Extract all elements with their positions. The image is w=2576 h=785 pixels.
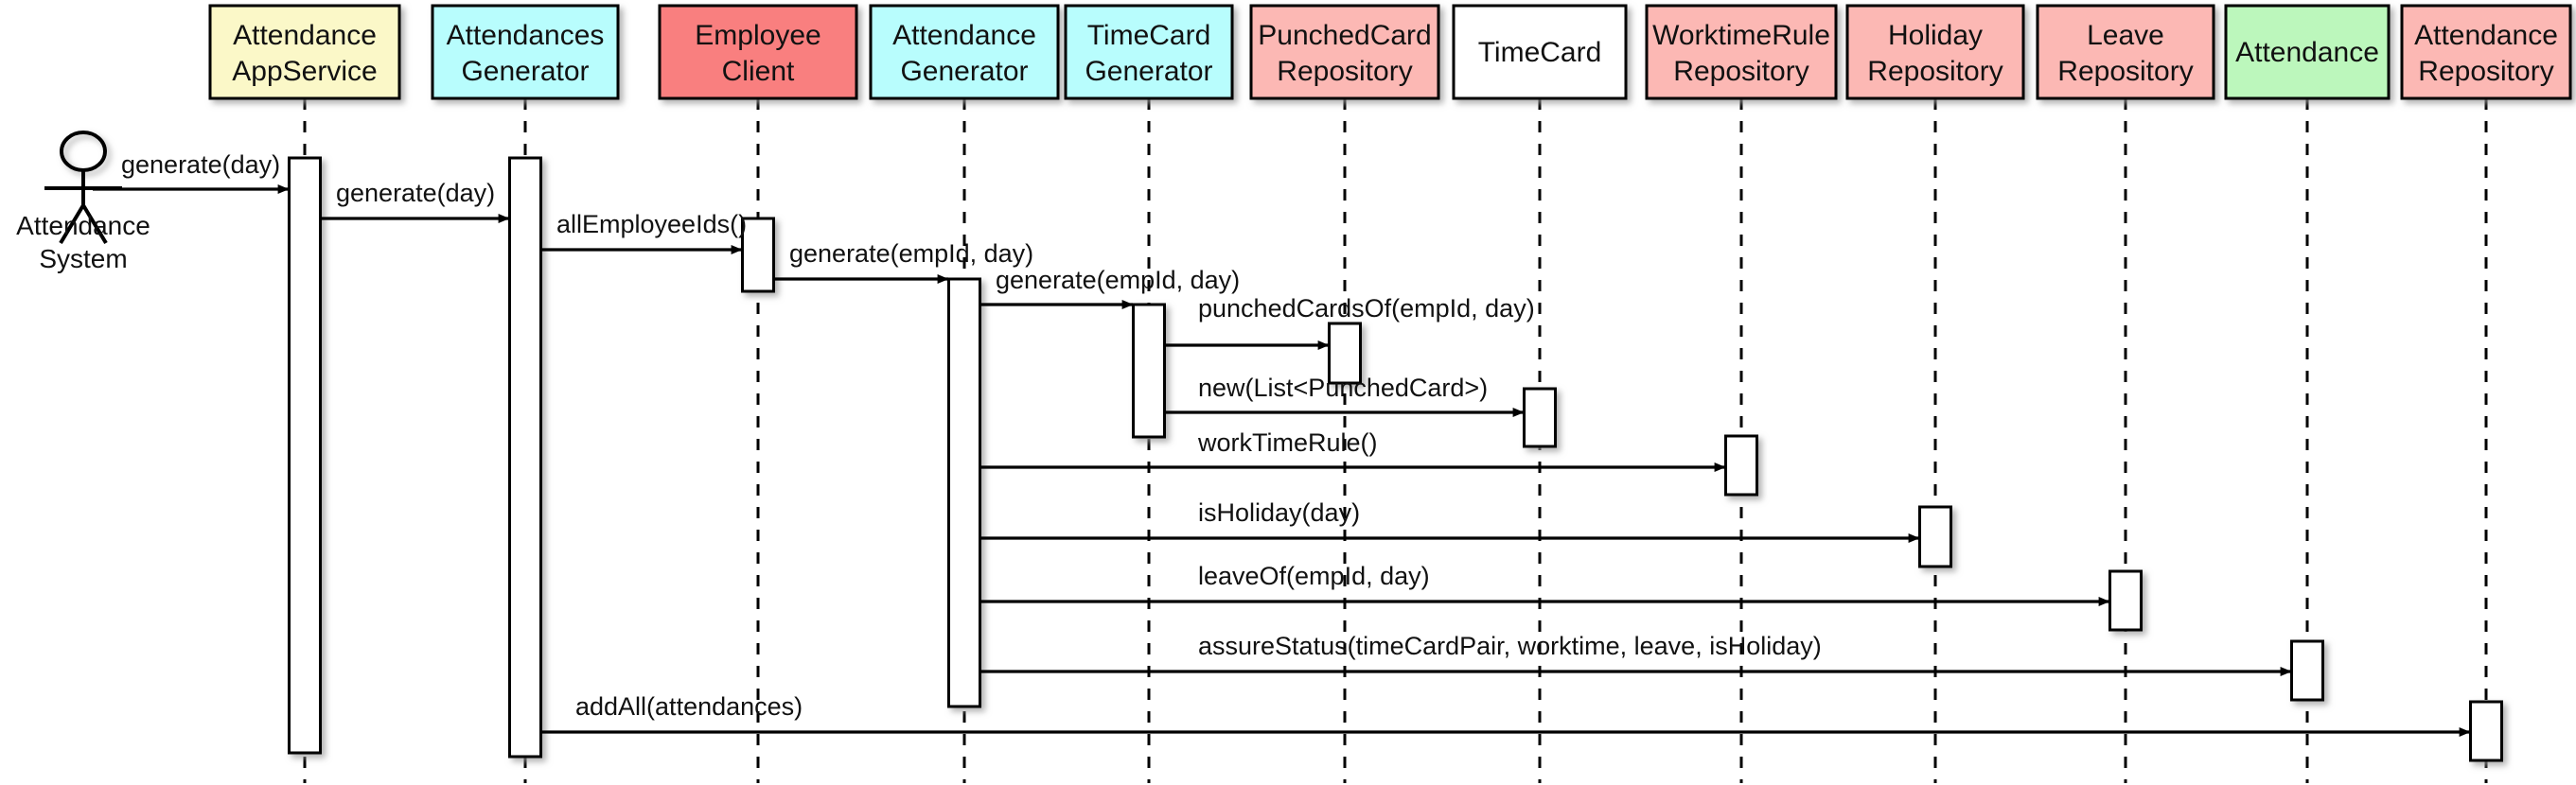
message-all-employee-ids[interactable]: allEmployeeIds() xyxy=(541,210,747,254)
message-generate-empid-day-timecard-label: generate(empId, day) xyxy=(996,266,1240,294)
message-punched-cards-of-label: punchedCardsOf(empId, day) xyxy=(1198,294,1535,323)
participant-box-timecard[interactable]: TimeCard xyxy=(1452,4,1628,100)
participant-label-line2-punchedcard-repository: Repository xyxy=(1277,56,1412,87)
participant-label-line1-leave-repository: Leave xyxy=(2087,20,2164,51)
actor-label-line2: System xyxy=(39,244,127,273)
message-is-holiday[interactable]: isHoliday(day) xyxy=(980,498,1920,543)
message-leave-of-label: leaveOf(empId, day) xyxy=(1198,562,1430,590)
participant-label-line1-attendance-repository: Attendance xyxy=(2414,20,2558,51)
participant-label-line1-attendance-generator: Attendance xyxy=(892,20,1036,51)
participant-label-line2-attendances-generator: Generator xyxy=(461,56,589,87)
activation-bars-layer xyxy=(288,156,2503,762)
participant-rect-punchedcard-repository xyxy=(1249,4,1440,100)
participant-label-line1-worktimerule-repository: WorktimeRule xyxy=(1652,20,1830,51)
participant-label-line2-attendance-repository: Repository xyxy=(2418,56,2553,87)
actor-leg-left-icon xyxy=(59,203,85,245)
participant-rect-timecard xyxy=(1452,4,1628,100)
message-add-all[interactable]: addAll(attendances) xyxy=(541,692,2471,737)
activation-timecard xyxy=(1523,387,1557,448)
actor-attendance-system[interactable]: Attendance System xyxy=(16,131,150,273)
participant-label-line1-timecard: TimeCard xyxy=(1478,37,1602,68)
message-new-list-punchedcard-label: new(List<PunchedCard>) xyxy=(1198,374,1488,402)
actor-leg-right-icon xyxy=(81,203,108,245)
activation-attendance-repository xyxy=(2469,700,2503,762)
message-leave-of[interactable]: leaveOf(empId, day) xyxy=(980,562,2110,606)
participant-rect-attendances-generator xyxy=(431,4,620,100)
participant-rect-timecard-generator xyxy=(1064,4,1234,100)
participant-label-line1-punchedcard-repository: PunchedCard xyxy=(1258,20,1431,51)
activation-employee-client xyxy=(741,217,775,293)
activation-attendance-app-service xyxy=(288,156,322,755)
message-generate-empid-day-timecard[interactable]: generate(empId, day) xyxy=(980,266,1240,309)
participant-label-line1-attendances-generator: Attendances xyxy=(447,20,605,51)
message-generate-day-label: generate(day) xyxy=(336,179,495,207)
message-all-employee-ids-label: allEmployeeIds() xyxy=(556,210,747,238)
participant-label-line2-timecard-generator: Generator xyxy=(1085,56,1212,87)
participant-rect-attendance-generator xyxy=(869,4,1060,100)
participant-label-line1-holiday-repository: Holiday xyxy=(1888,20,1983,51)
message-generate-day-actor[interactable]: generate(day) xyxy=(93,150,290,194)
message-assure-status-label: assureStatus(timeCardPair, worktime, lea… xyxy=(1198,632,1822,660)
participant-label-line2-employee-client: Client xyxy=(722,56,795,87)
participant-rect-employee-client xyxy=(658,4,858,100)
messages-layer: generate(day) generate(day) allEmployeeIds… xyxy=(93,150,2471,737)
activation-timecard-generator xyxy=(1132,303,1166,439)
participant-box-attendance[interactable]: Attendance xyxy=(2224,4,2391,100)
message-is-holiday-label: isHoliday(day) xyxy=(1198,498,1360,527)
participant-rect-attendance xyxy=(2224,4,2391,100)
participant-rect-attendance-app-service xyxy=(208,4,401,100)
message-generate-day-actor-label: generate(day) xyxy=(121,150,280,179)
message-add-all-label: addAll(attendances) xyxy=(575,692,803,721)
activation-attendance-generator xyxy=(947,277,981,708)
participant-label-line1-employee-client: Employee xyxy=(695,20,820,51)
activation-holiday-repository xyxy=(1918,505,1952,568)
activation-punchedcard-repository xyxy=(1328,322,1362,385)
activation-leave-repository xyxy=(2108,569,2143,632)
message-work-time-rule[interactable]: workTimeRule() xyxy=(980,428,1726,472)
message-generate-empid-day-attendance-label: generate(empId, day) xyxy=(789,239,1033,268)
participant-rect-attendance-repository xyxy=(2400,4,2572,100)
participant-label-line2-worktimerule-repository: Repository xyxy=(1673,56,1808,87)
actor-label-line1: Attendance xyxy=(16,211,150,240)
message-new-list-punchedcard[interactable]: new(List<PunchedCard>) xyxy=(1165,374,1525,417)
activation-worktimerule-repository xyxy=(1724,434,1758,497)
message-work-time-rule-label: workTimeRule() xyxy=(1197,428,1378,457)
participant-label-line2-attendance-generator: Generator xyxy=(900,56,1028,87)
message-generate-day[interactable]: generate(day) xyxy=(321,179,510,223)
message-generate-empid-day-attendance[interactable]: generate(empId, day) xyxy=(774,239,1033,284)
participant-label-line1-attendance: Attendance xyxy=(2235,37,2379,68)
actor-head-icon xyxy=(60,131,107,172)
activation-attendance xyxy=(2290,639,2324,702)
activation-attendances-generator xyxy=(508,156,542,759)
participant-rect-leave-repository xyxy=(2036,4,2215,100)
lifelines-layer xyxy=(303,98,2488,783)
participant-label-line2-leave-repository: Repository xyxy=(2057,56,2193,87)
participant-rect-worktimerule-repository xyxy=(1645,4,1838,100)
message-assure-status[interactable]: assureStatus(timeCardPair, worktime, lea… xyxy=(980,632,2292,676)
participant-label-line2-holiday-repository: Repository xyxy=(1867,56,2003,87)
message-punched-cards-of[interactable]: punchedCardsOf(empId, day) xyxy=(1165,294,1535,350)
participant-label-line1-attendance-app-service: Attendance xyxy=(233,20,377,51)
participant-label-line1-timecard-generator: TimeCard xyxy=(1087,20,1211,51)
participant-rect-holiday-repository xyxy=(1845,4,2025,100)
participant-label-line2-attendance-app-service: AppService xyxy=(232,56,377,87)
